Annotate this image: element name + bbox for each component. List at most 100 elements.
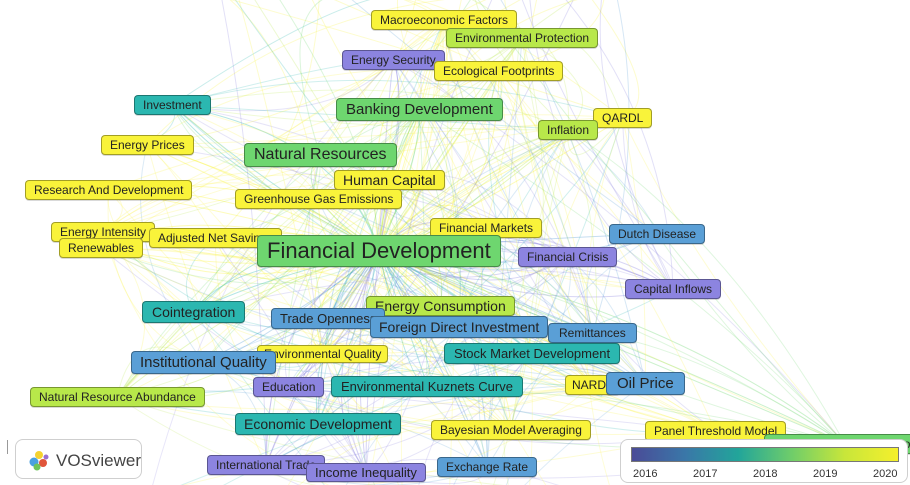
node-cointegration[interactable]: Cointegration [142, 301, 246, 323]
legend-tick: 2017 [693, 468, 718, 480]
node-renewables[interactable]: Renewables [59, 238, 144, 258]
co-occurrence-link [503, 129, 569, 485]
co-occurrence-link [172, 104, 569, 131]
co-occurrence-link [172, 104, 380, 252]
node-remittances[interactable]: Remittances [548, 323, 637, 343]
co-occurrence-link [486, 129, 569, 468]
co-occurrence-link [378, 59, 400, 252]
co-occurrence-link [288, 109, 420, 388]
node-human-capital[interactable]: Human Capital [334, 170, 445, 190]
app-name: VOSviewer [56, 451, 142, 470]
node-natural-resources[interactable]: Natural Resources [244, 143, 397, 167]
node-financial-crisis[interactable]: Financial Crisis [518, 247, 618, 267]
co-occurrence-link [215, 0, 320, 239]
co-occurrence-link [171, 104, 380, 252]
node-foreign-direct-investment[interactable]: Foreign Direct Investment [370, 316, 549, 338]
legend-tick: 2018 [753, 468, 778, 480]
node-research-and-development[interactable]: Research And Development [25, 180, 193, 200]
co-occurrence-link [375, 466, 488, 485]
co-occurrence-link [318, 198, 846, 445]
co-occurrence-link [567, 129, 846, 445]
node-education[interactable]: Education [253, 377, 325, 397]
co-occurrence-link [403, 0, 445, 21]
co-occurrence-link [396, 0, 487, 229]
node-greenhouse-gas-emissions[interactable]: Greenhouse Gas Emissions [235, 189, 403, 209]
co-occurrence-link [418, 109, 428, 387]
co-occurrence-link [102, 70, 499, 233]
legend-gradient-bar [631, 447, 899, 462]
node-panel-threshold-model[interactable]: Panel Threshold Model [645, 421, 787, 441]
node-natural-resource-abundance[interactable]: Natural Resource Abundance [30, 387, 205, 407]
legend-tick: 2019 [813, 468, 838, 480]
co-occurrence-link [584, 117, 624, 485]
co-occurrence-link [510, 117, 624, 431]
node-inflation[interactable]: Inflation [538, 120, 599, 140]
co-occurrence-link [485, 0, 538, 229]
node-investment[interactable]: Investment [134, 95, 211, 115]
co-occurrence-link [117, 250, 380, 398]
node-ecological-footprints[interactable]: Ecological Footprints [434, 61, 564, 81]
vosviewer-logo-icon [29, 451, 49, 471]
node-financial-development[interactable]: Financial Development [257, 235, 501, 267]
co-occurrence-link [388, 0, 578, 181]
node-banking-development[interactable]: Banking Development [336, 98, 503, 121]
co-occurrence-link [171, 104, 380, 252]
node-economic-development[interactable]: Economic Development [235, 413, 401, 435]
node-stock-market-development[interactable]: Stock Market Development [444, 343, 621, 364]
co-occurrence-link [140, 144, 204, 363]
co-occurrence-link [488, 70, 533, 354]
co-occurrence-link [193, 311, 593, 386]
node-exchange-rate[interactable]: Exchange Rate [437, 457, 538, 477]
co-occurrence-link [622, 117, 674, 290]
co-occurrence-link [315, 250, 380, 425]
year-color-legend: 2016 2017 2018 2019 2020 [620, 439, 908, 483]
co-occurrence-link [193, 109, 420, 313]
node-international-trade[interactable]: International Trade [207, 455, 326, 475]
node-oil-price[interactable]: Oil Price [606, 372, 685, 395]
co-occurrence-link [378, 19, 445, 252]
node-institutional-quality[interactable]: Institutional Quality [131, 351, 276, 374]
co-occurrence-link [172, 89, 569, 131]
co-occurrence-link [265, 256, 569, 466]
node-environmental-quality[interactable]: Environmental Quality [257, 345, 389, 363]
co-occurrence-link [193, 270, 674, 313]
co-occurrence-link [567, 129, 658, 235]
co-occurrence-link [419, 109, 462, 328]
co-occurrence-link [378, 250, 512, 431]
node-energy-prices[interactable]: Energy Prices [101, 135, 194, 155]
node-macroeconomic-factors[interactable]: Macroeconomic Factors [371, 10, 518, 30]
legend-tick: 2016 [633, 468, 658, 480]
co-occurrence-link [378, 59, 394, 252]
co-occurrence-link [107, 189, 204, 363]
co-occurrence-link [475, 0, 569, 131]
co-occurrence-link [591, 0, 640, 119]
node-energy-intensity[interactable]: Energy Intensity [51, 222, 156, 242]
node-dutch-disease[interactable]: Dutch Disease [609, 224, 706, 244]
left-edge-marker [7, 440, 8, 454]
node-trade-openness[interactable]: Trade Openness [271, 308, 386, 329]
node-energy-security[interactable]: Energy Security [342, 50, 445, 70]
co-occurrence-link [498, 70, 674, 290]
node-adjusted-net-savings[interactable]: Adjusted Net Savings [149, 228, 282, 248]
node-capital-inflows[interactable]: Capital Inflows [625, 279, 722, 299]
co-occurrence-link [443, 19, 593, 334]
node-environmental-protection[interactable]: Environmental Protection [446, 28, 599, 48]
node-income-inequality[interactable]: Income Inequality [306, 463, 426, 482]
co-occurrence-link [378, 59, 399, 252]
co-occurrence-link [288, 129, 569, 388]
node-qardl[interactable]: QARDL [593, 108, 653, 128]
co-occurrence-link [102, 19, 445, 233]
co-occurrence-link [279, 0, 380, 252]
node-energy-consumption[interactable]: Energy Consumption [366, 296, 515, 316]
co-occurrence-link [516, 37, 569, 258]
node-bayesian-model-averaging[interactable]: Bayesian Model Averaging [431, 420, 591, 440]
co-occurrence-link [591, 0, 630, 334]
co-occurrence-link [214, 237, 367, 473]
legend-tick: 2020 [873, 468, 898, 480]
co-occurrence-link [117, 396, 505, 485]
co-occurrence-link [378, 250, 846, 445]
co-occurrence-link [393, 59, 569, 258]
co-occurrence-link [319, 19, 445, 156]
node-environmental-kuznets-curve[interactable]: Environmental Kuznets Curve [331, 376, 523, 397]
vosviewer-logo: VOSviewer [15, 439, 142, 479]
